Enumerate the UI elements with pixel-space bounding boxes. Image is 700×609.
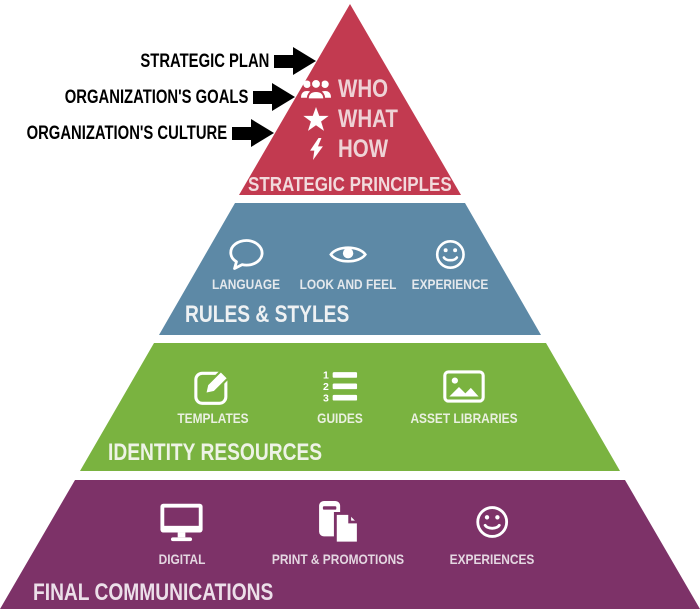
- list-item: HOW: [301, 136, 411, 162]
- item-look-and-feel: LOOK AND FEEL: [291, 234, 405, 291]
- list-item: WHAT: [301, 106, 411, 132]
- item-label: TEMPLATES: [177, 410, 249, 426]
- item-label: EXPERIENCES: [449, 551, 535, 567]
- item-digital: DIGITAL: [155, 498, 210, 566]
- item-label: GUIDES: [317, 410, 363, 426]
- svg-text:1: 1: [323, 369, 329, 381]
- smiley-icon: [475, 498, 509, 546]
- annotation-label: ORGANIZATION'S CULTURE: [26, 122, 227, 144]
- smiley-icon: [435, 234, 466, 274]
- annotation-strategic-plan: STRATEGIC PLAN: [0, 46, 316, 76]
- svg-text:3: 3: [323, 392, 329, 404]
- numbered-list-icon: 1 2 3: [323, 364, 358, 408]
- print-documents-icon: [316, 498, 360, 546]
- item-label: HOW: [338, 134, 389, 163]
- svg-text:2: 2: [323, 381, 329, 393]
- users-icon: [301, 77, 331, 101]
- arrow-right-icon: [232, 119, 274, 147]
- item-label: ASSET LIBRARIES: [410, 410, 518, 426]
- picture-icon: [443, 364, 485, 408]
- item-label: EXPERIENCE: [411, 276, 489, 292]
- annotation-organizations-goals: ORGANIZATION'S GOALS: [0, 82, 295, 112]
- desktop-icon: [159, 498, 205, 546]
- item-label: LANGUAGE: [211, 276, 281, 292]
- level-title-rules-styles: RULES & STYLES: [185, 301, 350, 328]
- item-print-promotions: PRINT & PROMOTIONS: [260, 498, 416, 566]
- item-experiences: EXPERIENCES: [442, 498, 542, 566]
- level-title-strategic-principles: STRATEGIC PRINCIPLES: [248, 174, 452, 196]
- list-item: WHO: [301, 76, 411, 102]
- item-guides: 1 2 3 GUIDES: [313, 364, 367, 425]
- speech-bubble-icon: [228, 234, 265, 274]
- annotation-organizations-culture: ORGANIZATION'S CULTURE: [0, 118, 274, 148]
- item-label: WHO: [338, 74, 389, 103]
- level-title-final-communications: FINAL COMMUNICATIONS: [33, 579, 274, 606]
- item-asset-libraries: ASSET LIBRARIES: [401, 364, 527, 425]
- arrow-right-icon: [274, 47, 316, 75]
- annotation-label: ORGANIZATION'S GOALS: [64, 86, 248, 108]
- pencil-square-icon: [193, 364, 233, 408]
- arrow-right-icon: [253, 83, 295, 111]
- item-label: WHAT: [338, 104, 398, 133]
- item-templates: TEMPLATES: [171, 364, 255, 425]
- star-icon: [301, 106, 331, 132]
- item-label: PRINT & PROMOTIONS: [271, 551, 405, 567]
- eye-icon: [329, 234, 367, 274]
- strategic-principles-items: WHO WHAT HOW: [301, 76, 411, 162]
- item-experience: EXPERIENCE: [405, 234, 495, 291]
- item-label: DIGITAL: [158, 551, 206, 567]
- bolt-icon: [301, 138, 331, 160]
- item-language: LANGUAGE: [206, 234, 286, 291]
- level-title-identity-resources: IDENTITY RESOURCES: [108, 439, 323, 466]
- annotation-label: STRATEGIC PLAN: [140, 50, 269, 72]
- item-label: LOOK AND FEEL: [299, 276, 397, 292]
